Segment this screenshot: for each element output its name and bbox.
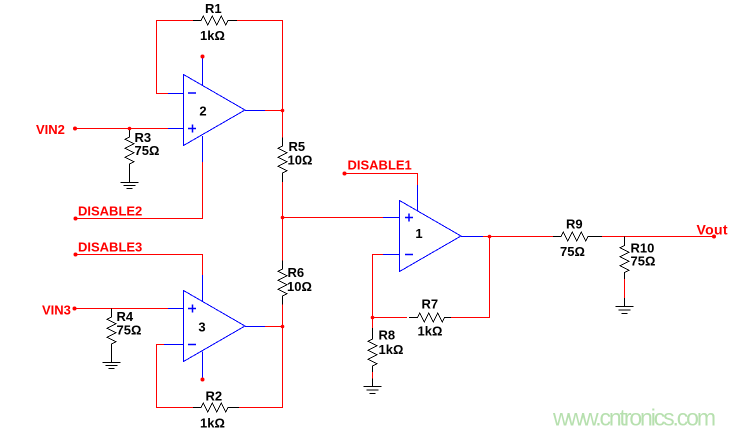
svg-text:R7: R7: [422, 297, 439, 312]
svg-text:DISABLE1: DISABLE1: [348, 158, 412, 173]
svg-text:75Ω: 75Ω: [117, 323, 142, 338]
svg-text:R10: R10: [631, 241, 655, 256]
svg-text:R6: R6: [288, 265, 305, 280]
svg-text:1kΩ: 1kΩ: [200, 28, 225, 43]
svg-text:R5: R5: [289, 139, 306, 154]
svg-text:1kΩ: 1kΩ: [418, 324, 443, 339]
svg-text:Vout: Vout: [697, 222, 728, 238]
svg-text:3: 3: [198, 320, 205, 335]
svg-text:VIN2: VIN2: [36, 122, 65, 137]
svg-text:1kΩ: 1kΩ: [200, 416, 225, 431]
svg-text:2: 2: [199, 104, 206, 119]
svg-text:DISABLE3: DISABLE3: [78, 240, 142, 255]
svg-text:75Ω: 75Ω: [135, 143, 160, 158]
svg-text:1: 1: [415, 226, 422, 241]
svg-text:VIN3: VIN3: [42, 303, 71, 318]
svg-text:75Ω: 75Ω: [560, 244, 585, 259]
svg-text:R9: R9: [566, 217, 583, 232]
svg-text:10Ω: 10Ω: [287, 279, 312, 294]
svg-text:R2: R2: [206, 389, 223, 404]
svg-text:DISABLE2: DISABLE2: [78, 204, 142, 219]
svg-text:R4: R4: [117, 309, 134, 324]
svg-text:www.cntronics.com: www.cntronics.com: [552, 405, 716, 431]
svg-text:R3: R3: [135, 130, 152, 145]
svg-text:1kΩ: 1kΩ: [379, 342, 404, 357]
svg-text:R8: R8: [379, 328, 396, 343]
svg-text:10Ω: 10Ω: [288, 153, 313, 168]
svg-text:75Ω: 75Ω: [631, 254, 656, 269]
svg-text:R1: R1: [205, 1, 222, 16]
